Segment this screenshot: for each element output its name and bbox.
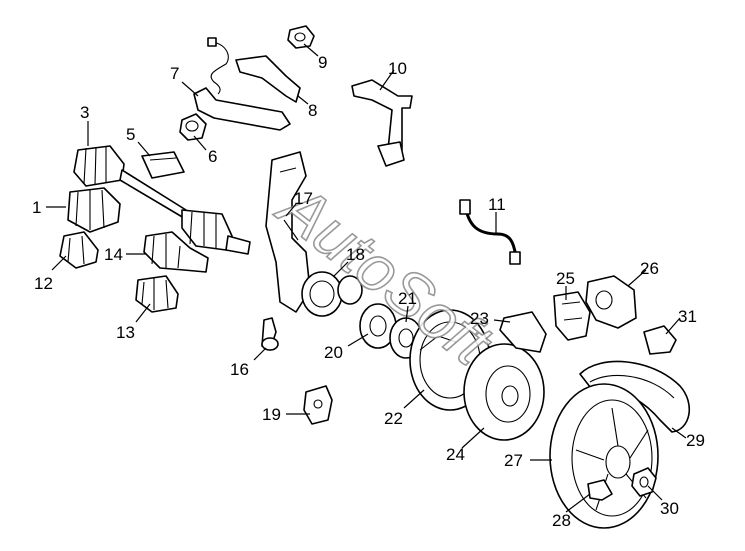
part-bush-6 — [179, 113, 207, 141]
leader-28 — [565, 493, 591, 513]
leader-7 — [181, 81, 199, 97]
callout-1: 1 — [32, 198, 41, 217]
part-caliper-25 — [553, 291, 591, 341]
leader-17 — [285, 203, 297, 217]
callout-17: 17 — [294, 189, 313, 208]
leader-29 — [671, 427, 687, 439]
leader-22 — [403, 389, 425, 409]
leader-lines — [46, 43, 687, 513]
part-caliper-26 — [585, 275, 637, 329]
leader-31 — [665, 317, 681, 335]
part-hub-18 — [301, 271, 363, 317]
part-bracket-19 — [303, 385, 333, 425]
callout-8: 8 — [308, 101, 317, 120]
part-boot-14 — [143, 231, 209, 273]
leader-24 — [461, 427, 485, 449]
part-brake-disc-24 — [463, 343, 545, 441]
part-wheel-27 — [549, 383, 659, 529]
leader-10 — [379, 69, 395, 91]
leader-26 — [627, 269, 647, 287]
callout-13: 13 — [116, 323, 135, 342]
part-ball-joint-16 — [261, 317, 279, 351]
part-hub-cap-30 — [631, 467, 657, 497]
leader-30 — [647, 485, 663, 501]
callout-14: 14 — [104, 245, 123, 264]
part-sleeve-5 — [141, 151, 185, 179]
callout-18: 18 — [346, 245, 365, 264]
leader-13 — [135, 303, 151, 323]
part-mount-9 — [287, 25, 315, 49]
part-brake-line-11 — [459, 199, 521, 265]
leader-9 — [303, 43, 319, 57]
part-cv-joint-3 — [73, 145, 187, 219]
callout-16: 16 — [230, 360, 249, 379]
callout-5: 5 — [126, 125, 135, 144]
callout-25: 25 — [556, 269, 575, 288]
leader-16 — [253, 347, 267, 361]
leader-18 — [333, 261, 349, 277]
callout-7: 7 — [170, 64, 179, 83]
leader-6 — [193, 135, 207, 151]
leader-12 — [51, 255, 67, 271]
part-sensor-wire — [207, 37, 229, 95]
callout-29: 29 — [686, 431, 705, 450]
callout-9: 9 — [318, 53, 327, 72]
part-boot-1 — [67, 187, 121, 233]
callout-10: 10 — [388, 59, 407, 78]
callout-19: 19 — [262, 405, 281, 424]
part-wheel-bolt-28 — [587, 479, 613, 501]
callout-27: 27 — [504, 451, 523, 470]
callout-31: 31 — [678, 307, 697, 326]
callout-11: 11 — [488, 195, 506, 214]
part-stabilizer-link-10 — [351, 79, 413, 167]
leader-5 — [137, 141, 151, 157]
callout-30: 30 — [660, 499, 679, 518]
part-knuckle-17 — [265, 151, 311, 313]
part-inner-joint — [181, 209, 251, 255]
callout-21: 21 — [398, 289, 417, 308]
part-control-arm-7 — [193, 87, 291, 131]
callout-23: 23 — [470, 309, 489, 328]
part-sensor-31 — [643, 325, 677, 355]
callout-26: 26 — [640, 259, 659, 278]
leader-23 — [493, 319, 511, 323]
callout-28: 28 — [552, 511, 571, 530]
callout-24: 24 — [446, 445, 465, 464]
callout-6: 6 — [208, 147, 217, 166]
leader-20 — [347, 333, 369, 347]
callout-20: 20 — [324, 343, 343, 362]
part-caliper-bracket-23 — [499, 311, 547, 353]
callout-labels: 1 3 5 6 7 8 9 10 11 12 13 14 16 17 18 19… — [32, 53, 705, 530]
callout-12: 12 — [34, 274, 53, 293]
leader-8 — [297, 95, 309, 105]
part-upper-arm-8 — [235, 55, 301, 103]
part-boot-12 — [59, 231, 99, 269]
callout-22: 22 — [384, 409, 403, 428]
leader-21 — [405, 305, 409, 323]
callout-3: 3 — [80, 103, 89, 122]
part-boot-13 — [135, 275, 179, 313]
